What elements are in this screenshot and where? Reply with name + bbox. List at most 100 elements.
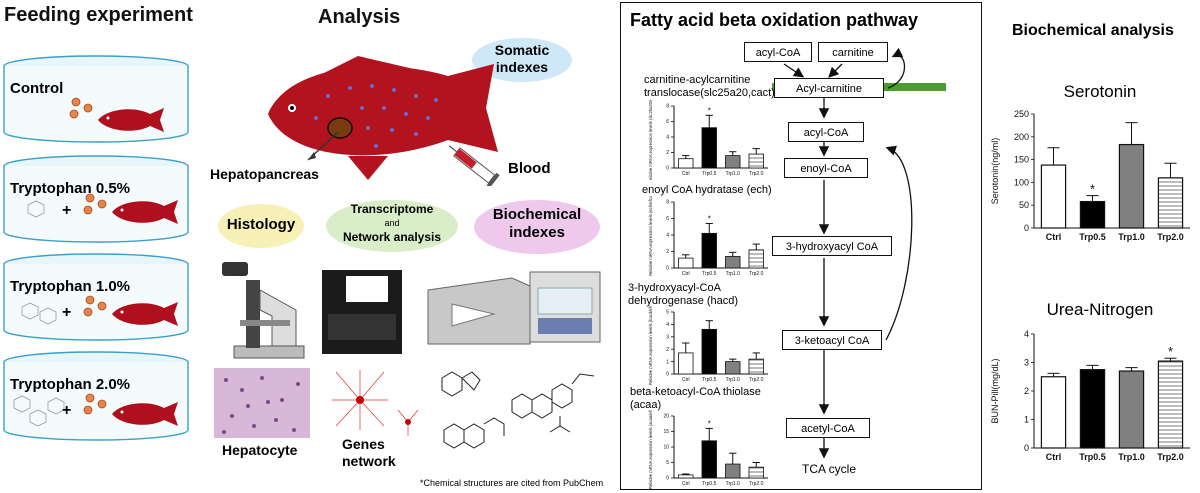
blood-label: Blood xyxy=(508,160,551,177)
biochem-indexes-label: Biochemical indexes xyxy=(492,206,582,241)
significance-mark: * xyxy=(708,214,711,223)
y-axis-label: BUN-Pill(mg/dL) xyxy=(990,358,1000,423)
tank-trp10 xyxy=(3,253,189,341)
node-acetyl-coa: acetyl-CoA xyxy=(786,418,870,438)
category-label: Trp2.0 xyxy=(1157,452,1184,462)
significance-mark: * xyxy=(708,106,711,115)
significance-mark: * xyxy=(708,419,711,428)
y-tick-label: 0 xyxy=(666,266,669,272)
category-label: Trp2.0 xyxy=(749,377,763,383)
tca-cycle-label: TCA cycle xyxy=(802,462,857,476)
category-label: Trp0.5 xyxy=(1079,452,1106,462)
category-label: Trp2.0 xyxy=(1157,232,1184,242)
gene-label-hacd: 3-hydroxyacyl-CoA dehydrogenase (hacd) xyxy=(628,282,739,307)
category-label: Ctrl xyxy=(1046,232,1062,242)
big-fish-illustration xyxy=(268,56,500,186)
bar xyxy=(748,249,764,269)
plus-sign: + xyxy=(62,304,72,321)
y-tick-label: 2 xyxy=(666,150,669,156)
histology-ellipse xyxy=(218,204,304,248)
gene-network-icon xyxy=(332,370,419,436)
hepatopancreas-label: Hepatopancreas xyxy=(210,166,319,182)
node-enoyl-coa: enoyl-CoA xyxy=(784,158,868,178)
category-label: Trp1.0 xyxy=(726,271,740,277)
node-carnitine: carnitine xyxy=(818,42,888,62)
category-label: Trp2.0 xyxy=(749,271,763,277)
group-label-control: Control xyxy=(10,80,64,97)
bar xyxy=(701,328,717,375)
y-tick-label: 200 xyxy=(1014,132,1029,142)
bar xyxy=(678,257,694,269)
y-tick-label: 4 xyxy=(666,322,669,328)
y-tick-label: 2 xyxy=(666,347,669,353)
biochem-title: Biochemical analysis xyxy=(1012,22,1174,39)
transcriptome-label: Transcriptome xyxy=(350,202,434,216)
y-tick-label: 0 xyxy=(1024,223,1029,233)
bar xyxy=(678,158,694,169)
y-axis-label: Relative mRNA expression levels (hacd/ef… xyxy=(648,306,653,385)
transcriptome-ellipse xyxy=(326,200,458,252)
bar xyxy=(725,463,741,479)
y-axis-label: Relative mRNA expression levels (acaa/ef… xyxy=(648,410,653,489)
category-label: Trp0.5 xyxy=(702,271,716,277)
genes-network-label: Genes network xyxy=(342,436,396,469)
bar xyxy=(1040,376,1067,449)
y-axis-label: Relative mRNA expression levels (slc25a2… xyxy=(648,100,653,180)
y-tick-label: 2 xyxy=(666,249,669,255)
bar xyxy=(725,361,741,375)
bar xyxy=(1157,177,1184,229)
bar xyxy=(725,155,741,169)
y-tick-label: 250 xyxy=(1014,109,1029,119)
y-axis-label: Relative mRNA expression levels (ech/ef1… xyxy=(648,196,653,276)
pathway-title: Fatty acid beta oxidation pathway xyxy=(630,10,919,30)
microscope-icon xyxy=(222,262,305,359)
significance-mark: * xyxy=(1090,182,1095,197)
serotonin-title: Serotonin xyxy=(1063,82,1137,101)
category-label: Trp1.0 xyxy=(1118,232,1145,242)
node-3-ketoacyl-coa: 3-ketoacyl CoA xyxy=(782,330,882,350)
y-tick-label: 100 xyxy=(1014,177,1029,187)
bar xyxy=(1157,360,1184,449)
plus-sign: + xyxy=(62,402,72,419)
plus-sign: + xyxy=(62,202,72,219)
node-3-hydroxyacyl-coa: 3-hydroxyacyl CoA xyxy=(772,236,892,256)
y-tick-label: 15 xyxy=(663,429,669,435)
category-label: Ctrl xyxy=(682,271,690,277)
y-tick-label: 2 xyxy=(1024,386,1029,396)
hepatocyte-label: Hepatocyte xyxy=(222,442,298,458)
analyzer-icon xyxy=(427,271,601,345)
y-tick-label: 5 xyxy=(666,460,669,466)
y-tick-label: 8 xyxy=(666,104,669,110)
bar xyxy=(1079,369,1106,449)
bar xyxy=(678,352,694,375)
network-analysis-label: Network analysis xyxy=(342,230,442,244)
category-label: Trp1.0 xyxy=(1118,452,1145,462)
gene-label-ech: enoyl CoA hydratase (ech) xyxy=(642,184,772,196)
y-tick-label: 0 xyxy=(666,166,669,172)
y-tick-label: 10 xyxy=(663,445,669,451)
pathway-frame xyxy=(620,2,982,490)
bar xyxy=(678,474,694,479)
bar xyxy=(748,466,764,479)
y-tick-label: 3 xyxy=(1024,358,1029,368)
category-label: Trp2.0 xyxy=(749,171,763,177)
bar xyxy=(701,440,717,479)
category-label: Trp1.0 xyxy=(726,377,740,383)
histology-label: Histology xyxy=(226,216,296,233)
chemical-structures xyxy=(441,371,595,449)
analysis-title: Analysis xyxy=(318,6,401,28)
node-acyl-coa-top: acyl-CoA xyxy=(744,42,812,62)
chemical-footnote: *Chemical structures are cited from PubC… xyxy=(420,478,604,488)
bar xyxy=(748,358,764,375)
node-acyl-coa: acyl-CoA xyxy=(788,122,864,142)
y-tick-label: 4 xyxy=(666,233,669,239)
gene-label-cact: carnitine-acylcarnitine translocase(slc2… xyxy=(644,74,775,99)
category-label: Ctrl xyxy=(682,171,690,177)
tank-trp20 xyxy=(3,351,189,441)
bar xyxy=(701,127,717,169)
category-label: Trp0.5 xyxy=(1079,232,1106,242)
